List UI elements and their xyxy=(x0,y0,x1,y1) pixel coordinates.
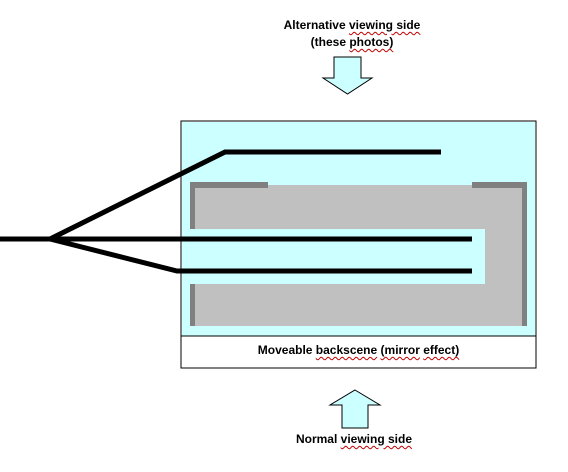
backscene-edge-top-left xyxy=(190,182,268,188)
alt-view-word2: viewing side xyxy=(349,18,421,32)
alt-view-label-line1: Alternative viewing side xyxy=(262,18,442,32)
normal-view-word1: Normal xyxy=(295,432,338,446)
alt-view-label-line2: (these photos) xyxy=(262,35,442,49)
backscene-edge-left-upper xyxy=(190,182,195,229)
backscene-edge-right xyxy=(522,182,527,326)
normal-view-arrow xyxy=(328,389,382,429)
track-upper xyxy=(48,149,441,242)
backscene-word3: (mirror xyxy=(380,343,420,357)
backscene-edge-top-right xyxy=(472,182,527,188)
backscene-word1: Moveable xyxy=(257,343,313,357)
backscene-edge-left-lower xyxy=(190,284,195,326)
alt-view-word1: Alternative xyxy=(283,18,346,32)
alt-view-arrow xyxy=(321,56,374,95)
alt-view-word3: (these xyxy=(310,35,346,49)
normal-view-word2: viewing side xyxy=(340,432,413,446)
backscene-word4: effect) xyxy=(423,343,460,357)
backscene-u-shape xyxy=(190,185,526,326)
normal-view-label: Normal viewing side xyxy=(274,432,434,446)
backscene-label: Moveable backscene (mirror effect) xyxy=(182,343,535,357)
track-lower xyxy=(49,236,472,274)
alt-view-word4: photos) xyxy=(349,35,394,49)
backscene-word2: backscene xyxy=(315,343,378,357)
